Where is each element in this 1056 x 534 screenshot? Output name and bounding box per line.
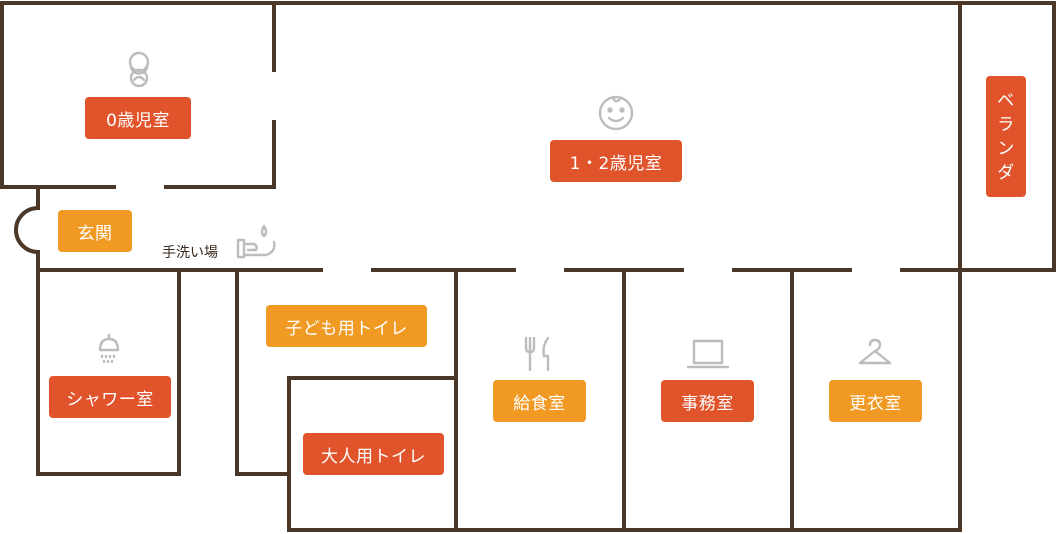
smiley-icon — [598, 95, 634, 131]
shower-icon — [98, 333, 120, 364]
baby-icon — [128, 51, 150, 88]
toddler-room-label: 1・2歳児室 — [550, 140, 682, 182]
veranda-char: ベ — [997, 90, 1015, 111]
veranda-char: ラ — [997, 114, 1015, 135]
changing-room-label: 更衣室 — [829, 380, 922, 422]
veranda-char: ン — [997, 138, 1015, 159]
veranda-label: ベランダ — [986, 76, 1026, 197]
kids-toilet-label: 子ども用トイレ — [266, 305, 427, 347]
veranda-text: ベランダ — [997, 89, 1015, 185]
handwash-icon — [236, 224, 276, 259]
shower-room-label: シャワー室 — [49, 376, 171, 418]
office-label: 事務室 — [661, 380, 754, 422]
handwash-label: 手洗い場 — [162, 245, 218, 261]
entrance-label: 玄関 — [58, 210, 132, 252]
kitchen-label: 給食室 — [493, 380, 586, 422]
infant-room-label: 0歳児室 — [85, 97, 191, 139]
laptop-icon — [686, 339, 730, 369]
veranda-char: ダ — [997, 162, 1015, 183]
cutlery-icon — [524, 336, 550, 372]
hanger-icon — [858, 338, 892, 365]
adult-toilet-label: 大人用トイレ — [303, 433, 444, 475]
